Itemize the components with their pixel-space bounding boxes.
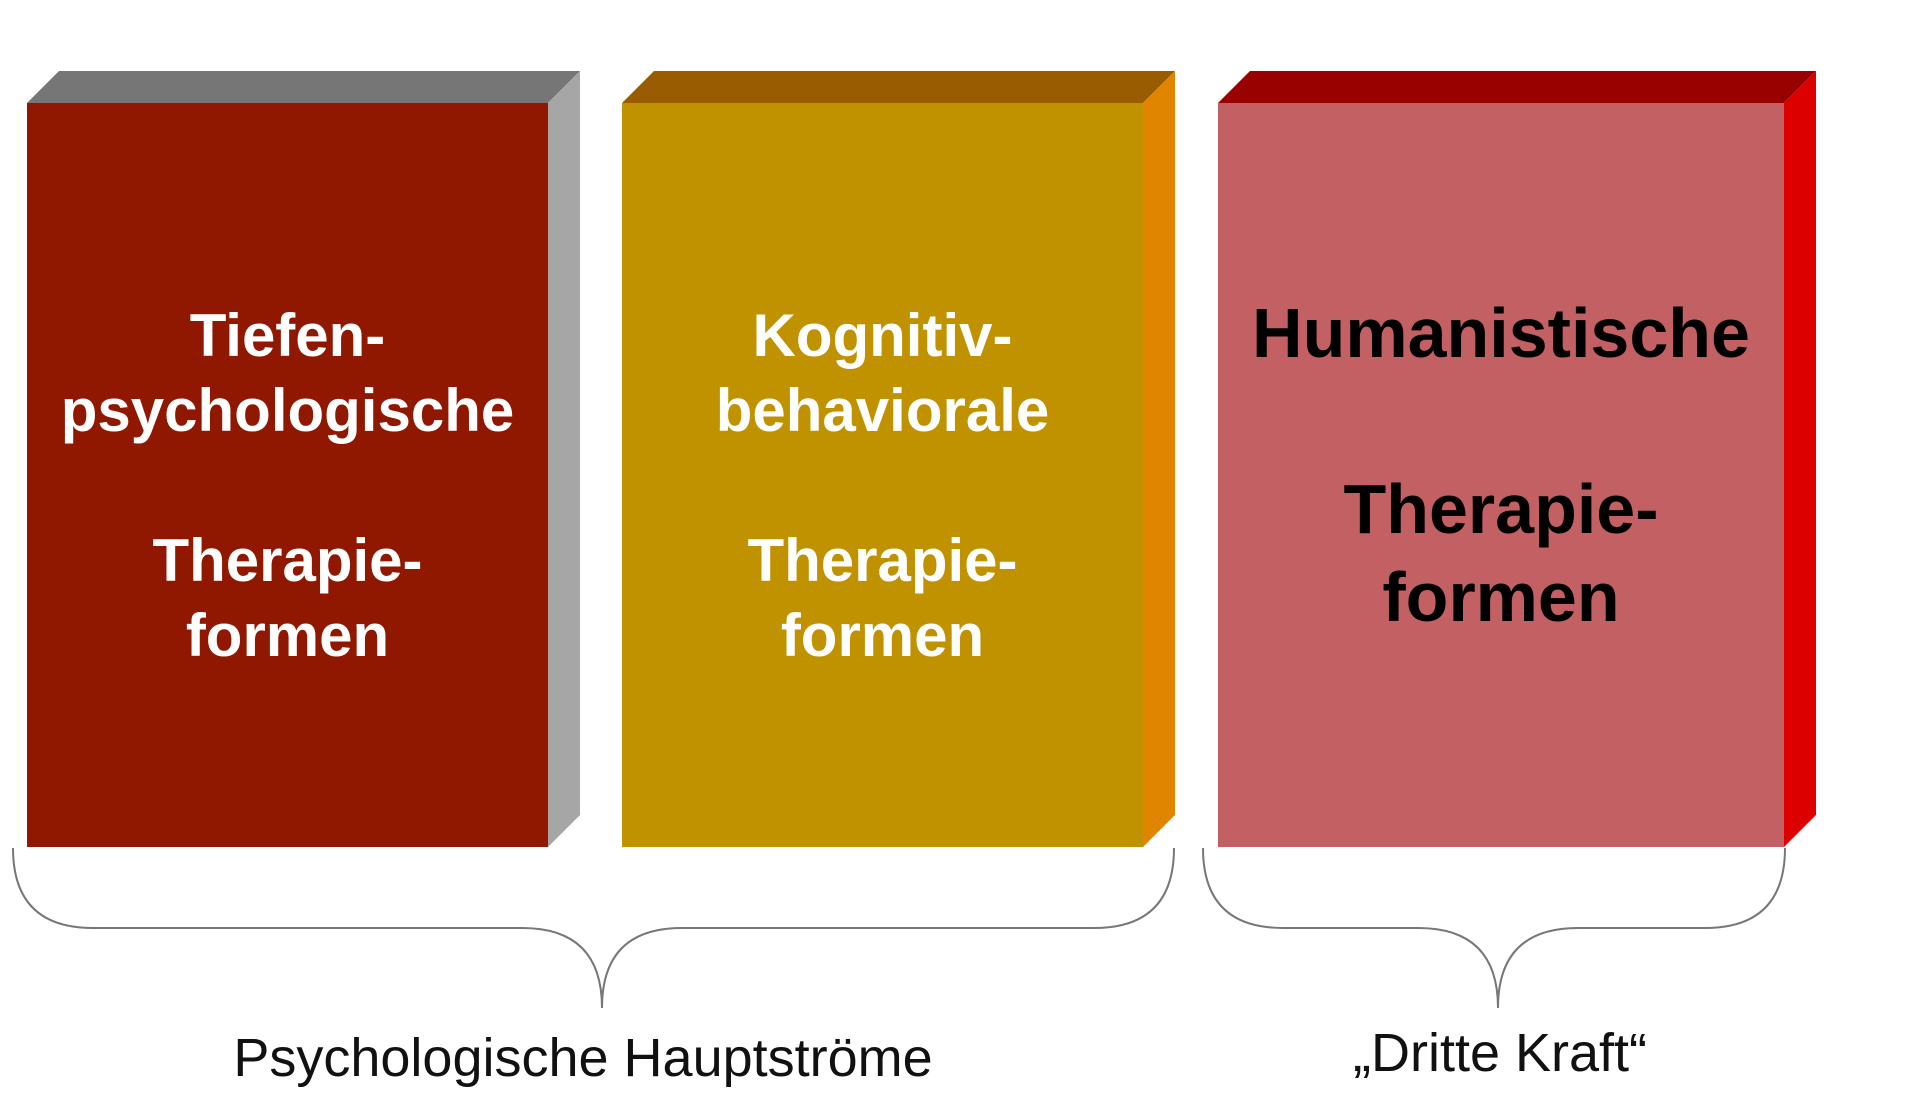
block-title-line-1: Kognitiv-: [752, 301, 1013, 369]
block-subtitle-line-1: Therapie-: [152, 526, 423, 594]
block-side-face: [548, 71, 580, 847]
brace-third-force: [1202, 847, 1786, 1009]
block-humanistische-side: [1784, 71, 1817, 847]
block-subtitle-line-1: Therapie-: [747, 526, 1018, 594]
block-side-face: [1143, 71, 1175, 847]
block-humanistische-top: [1218, 71, 1816, 103]
block-title-line-2: behaviorale: [715, 376, 1050, 444]
block-tiefenpsychologische-side: [548, 71, 581, 847]
block-title-line-2: psychologische: [60, 376, 515, 444]
block-side-face: [1784, 71, 1816, 847]
brace-mainstream: [12, 847, 1175, 1009]
block-title-line-1: Humanistische: [1252, 294, 1750, 372]
block-subtitle-line-2: formen: [1382, 558, 1620, 636]
block-kognitiv-behaviorale-side: [1143, 71, 1176, 847]
block-subtitle-line-1: Therapie-: [1343, 470, 1659, 548]
block-title-line-1: Tiefen-: [189, 301, 386, 369]
label-mainstream: Psychologische Hauptströme: [233, 1028, 933, 1088]
block-kognitiv-behaviorale-top: [622, 71, 1175, 103]
block-top-face: [622, 71, 1175, 103]
block-top-face: [1218, 71, 1816, 103]
block-kognitiv-behaviorale-front: Kognitiv- behaviorale Therapie- formen: [622, 103, 1143, 847]
block-humanistische-front: Humanistische Therapie- formen: [1218, 103, 1784, 847]
label-third-force: „Dritte Kraft“: [1352, 1023, 1648, 1083]
block-tiefenpsychologische-front: Tiefen- psychologische Therapie- formen: [27, 103, 548, 847]
block-top-face: [27, 71, 580, 103]
block-subtitle-line-2: formen: [185, 601, 390, 669]
block-tiefenpsychologische-top: [27, 71, 580, 103]
block-subtitle-line-2: formen: [780, 601, 985, 669]
